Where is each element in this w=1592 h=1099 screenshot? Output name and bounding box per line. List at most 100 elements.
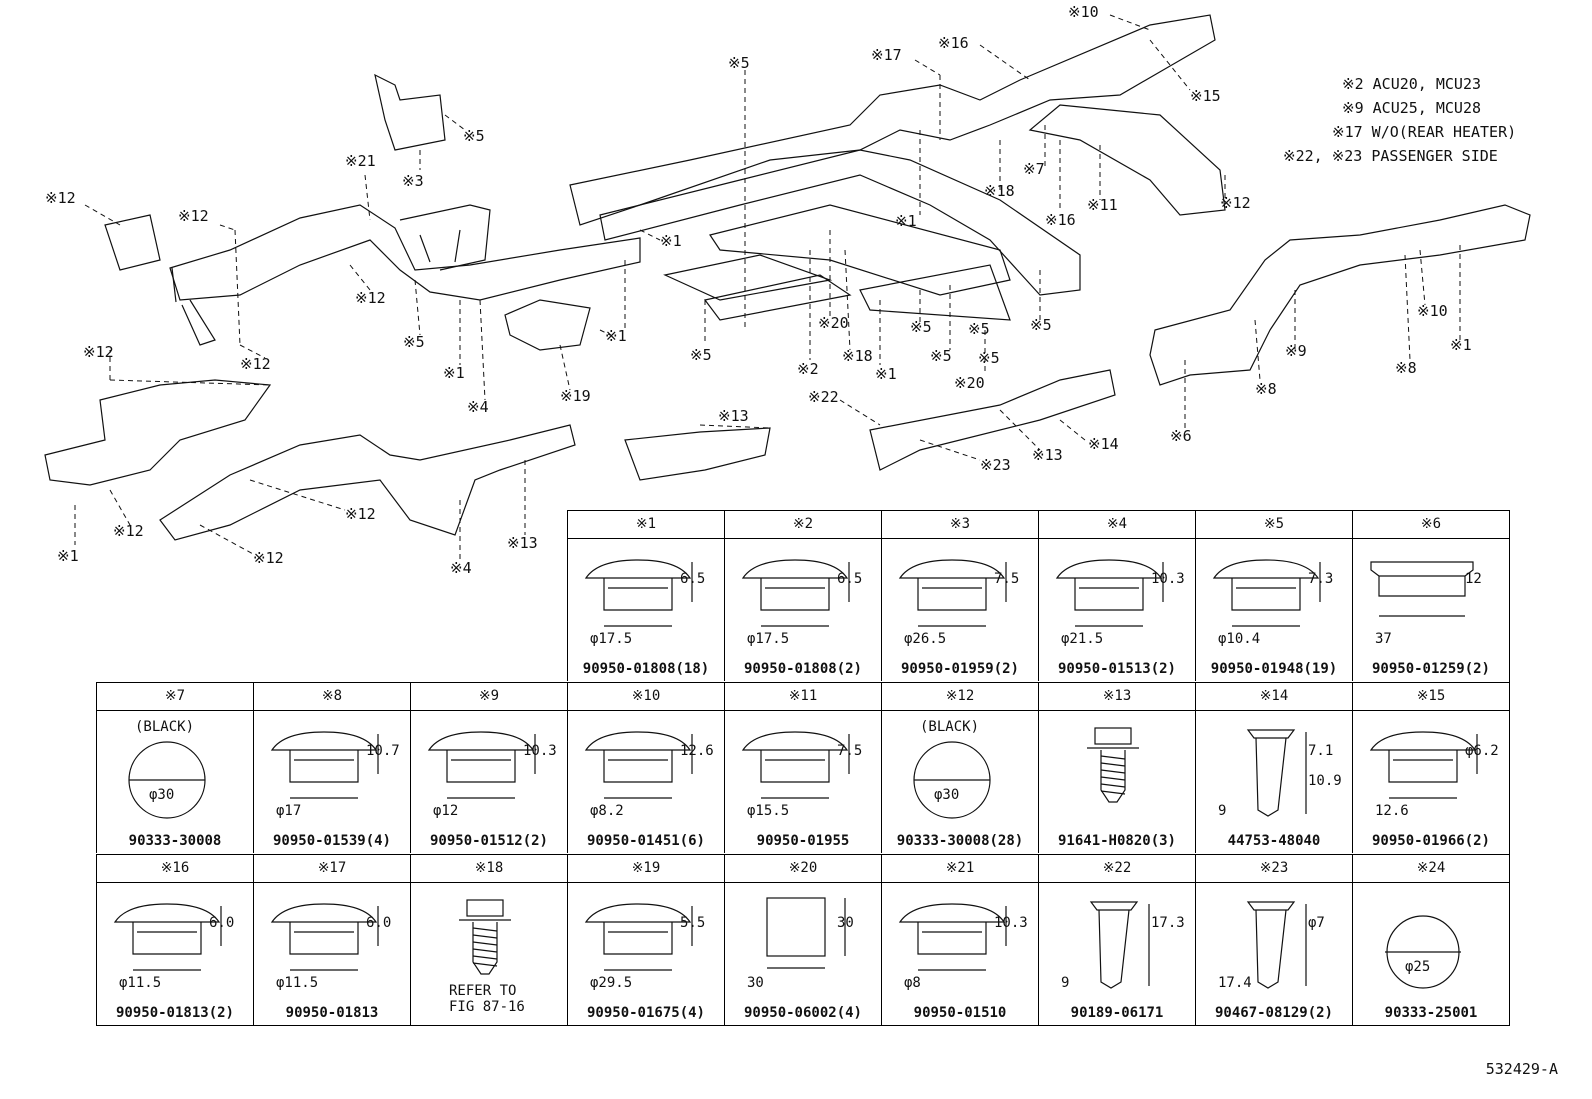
callout: ※7 (1023, 160, 1045, 178)
part-number: 90950-01675(4) (586, 1005, 705, 1021)
part-dimension: 6.5 (680, 571, 706, 587)
callout: ※1 (57, 547, 79, 565)
part-dimension: 7.5 (837, 743, 863, 759)
part-drawing (113, 903, 222, 971)
callout: ※4 (467, 398, 489, 416)
part-number: 90950-01948(19) (1210, 661, 1338, 677)
part-number: 90950-01512(2) (429, 833, 548, 849)
part-ref: ※8 (254, 683, 410, 711)
part-ref: ※12 (882, 683, 1038, 711)
part-ref: ※15 (1353, 683, 1509, 711)
part-dimension: 6.0 (366, 915, 392, 931)
part-dimension: FIG 87-16 (449, 999, 525, 1015)
part-dimension: φ17.5 (590, 631, 633, 647)
part-ref: ※20 (725, 855, 881, 883)
part-ref: ※7 (97, 683, 253, 711)
part-drawing (1385, 915, 1461, 989)
part-dimension: (BLACK) (920, 719, 980, 735)
callout: ※5 (463, 127, 485, 145)
callout: ※12 (178, 207, 209, 225)
callout: ※1 (605, 327, 627, 345)
callout: ※12 (113, 522, 144, 540)
part-drawing (270, 731, 379, 799)
part-number: 90467-08129(2) (1214, 1005, 1333, 1021)
part-dimension: φ8.2 (590, 803, 624, 819)
callout: ※9 (1285, 342, 1307, 360)
part-drawing (1246, 901, 1307, 989)
part-number: 90950-01966(2) (1371, 833, 1490, 849)
part-dimension: 17.4 (1218, 975, 1252, 991)
part-drawing (584, 559, 693, 627)
part-dimension: 9 (1218, 803, 1227, 819)
callout: ※1 (443, 364, 465, 382)
part-dimension: φ25 (1405, 959, 1431, 975)
part-drawing (766, 897, 846, 969)
note-line: ※9 ACU25, MCU28 (1342, 99, 1481, 117)
callout: ※16 (1045, 211, 1076, 229)
part-drawing (1212, 559, 1321, 627)
rear-frame (1149, 204, 1531, 386)
part-ref: ※5 (1196, 511, 1352, 539)
part-ref: ※3 (882, 511, 1038, 539)
callout: ※13 (718, 407, 749, 425)
part-number: 90333-30008(28) (896, 833, 1024, 849)
part-number: 44753-48040 (1227, 833, 1321, 849)
part-ref: ※16 (97, 855, 253, 883)
note-line: ※2 ACU20, MCU23 (1342, 75, 1481, 93)
part-dimension: 10.3 (523, 743, 557, 759)
part-dimension: 10.9 (1308, 773, 1342, 789)
callout: ※5 (728, 54, 750, 72)
part-ref: ※19 (568, 855, 724, 883)
part-ref: ※14 (1196, 683, 1352, 711)
callout: ※8 (1255, 380, 1277, 398)
part-dimension: 10.7 (366, 743, 400, 759)
part-ref: ※24 (1353, 855, 1509, 883)
part-dimension: φ29.5 (590, 975, 633, 991)
note-line: ※17 W/O(REAR HEATER) (1332, 123, 1517, 141)
part-drawing (741, 559, 850, 627)
front-frame-right (44, 379, 771, 541)
part-drawing (913, 741, 991, 819)
part-drawing (584, 903, 693, 971)
part-ref: ※4 (1039, 511, 1195, 539)
part-dimension: 30 (747, 975, 764, 991)
part-dimension: 10.3 (1151, 571, 1185, 587)
part-number: 90950-01813(2) (115, 1005, 234, 1021)
part-dimension: 12.6 (680, 743, 714, 759)
callout: ※3 (402, 172, 424, 190)
part-dimension: φ15.5 (747, 803, 790, 819)
part-dimension: 12 (1465, 571, 1482, 587)
part-dimension: 17.3 (1151, 915, 1185, 931)
part-drawing (270, 903, 379, 971)
callout: ※4 (450, 559, 472, 577)
part-number: 90950-01539(4) (272, 833, 391, 849)
part-dimension: 30 (837, 915, 854, 931)
callout: ※12 (1220, 194, 1251, 212)
callout: ※12 (240, 355, 271, 373)
part-ref: ※18 (411, 855, 567, 883)
part-dimension: φ12 (433, 803, 459, 819)
callout: ※20 (818, 314, 849, 332)
part-dimension: (BLACK) (135, 719, 195, 735)
part-ref: ※9 (411, 683, 567, 711)
callout: ※12 (45, 189, 76, 207)
part-number: 90950-01808(18) (582, 661, 710, 677)
callout: ※18 (984, 182, 1015, 200)
part-dimension: φ17.5 (747, 631, 790, 647)
part-dimension: φ11.5 (276, 975, 319, 991)
callout: ※1 (875, 365, 897, 383)
part-number: 90950-01959(2) (900, 661, 1019, 677)
part-drawing (1089, 901, 1150, 989)
part-ref: ※22 (1039, 855, 1195, 883)
